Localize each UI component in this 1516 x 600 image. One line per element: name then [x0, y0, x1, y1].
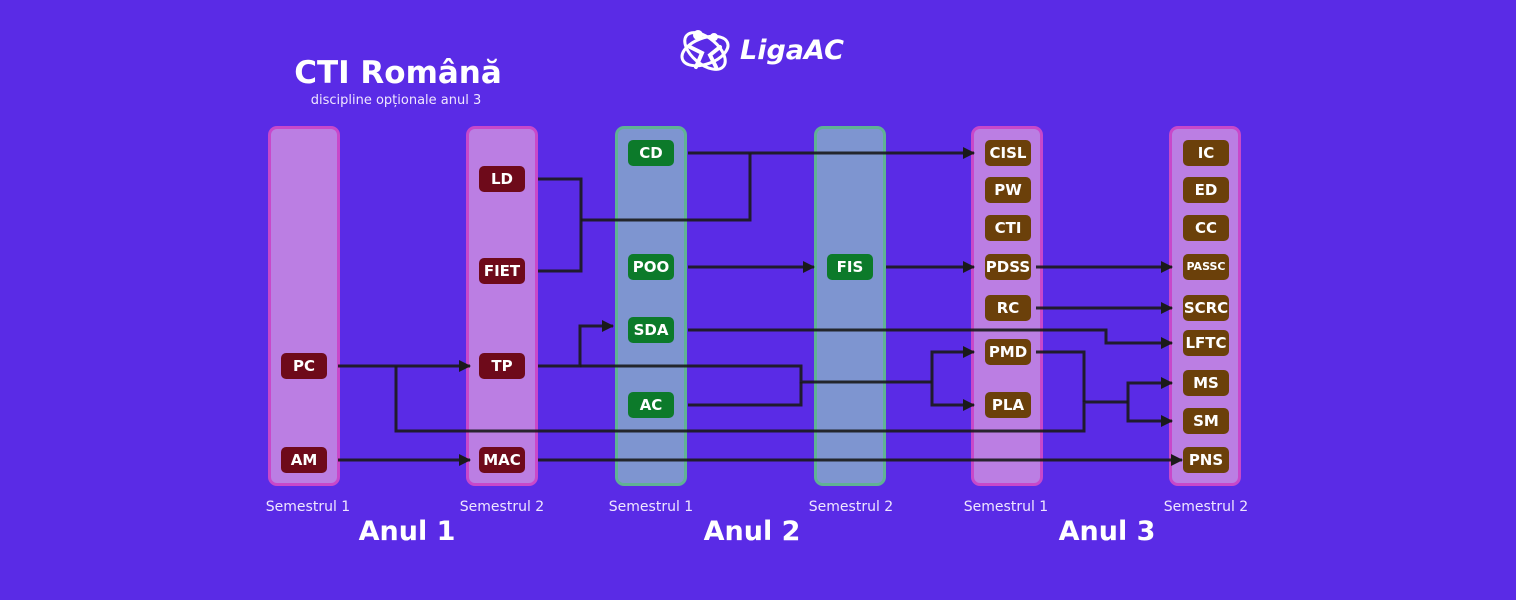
line-pmd: [1036, 350, 1086, 402]
course-lftc: LFTC: [1183, 330, 1229, 356]
arrow-tp-sda: [538, 320, 614, 368]
course-sda: SDA: [628, 317, 674, 343]
course-pns: PNS: [1183, 447, 1229, 473]
arrow-to-pmd: [930, 346, 975, 382]
semester-label: Semestrul 1: [265, 499, 351, 515]
line-ld: [538, 177, 583, 273]
liga-ac-logo: LigaAC: [676, 22, 844, 78]
arrow-to-sm: [1126, 402, 1173, 427]
course-pla: PLA: [985, 392, 1031, 418]
course-passc: PASSC: [1183, 254, 1229, 280]
course-ld: LD: [479, 166, 525, 192]
course-ac: AC: [628, 392, 674, 418]
course-ic: IC: [1183, 140, 1229, 166]
semester-label: Semestrul 2: [808, 499, 894, 515]
course-pw: PW: [985, 177, 1031, 203]
course-mac: MAC: [479, 447, 525, 473]
course-fis: FIS: [827, 254, 873, 280]
course-pc: PC: [281, 353, 327, 379]
course-cti: CTI: [985, 215, 1031, 241]
course-scrc: SCRC: [1183, 295, 1229, 321]
line-ld-fiet-merge: [581, 153, 752, 222]
column-year1-sem1: [268, 126, 340, 486]
line-tp-right: [580, 364, 932, 384]
arrow-sda-lftc: [688, 328, 1173, 349]
course-pmd: PMD: [985, 339, 1031, 365]
course-rc: RC: [985, 295, 1031, 321]
liga-ac-logo-icon: [680, 30, 730, 71]
semester-label: Semestrul 2: [1163, 499, 1249, 515]
course-cisl: CISL: [985, 140, 1031, 166]
page-subtitle: discipline opționale anul 3: [310, 93, 482, 108]
line-pc-branch: [394, 366, 1128, 433]
year-label-3: Anul 3: [1058, 516, 1156, 547]
course-poo: POO: [628, 254, 674, 280]
column-year2-sem1: [615, 126, 687, 486]
arrow-to-pla: [930, 382, 975, 411]
course-pdss: PDSS: [985, 254, 1031, 280]
page-title: CTI Română: [294, 55, 502, 91]
semester-label: Semestrul 2: [459, 499, 545, 515]
course-ms: MS: [1183, 370, 1229, 396]
course-cd: CD: [628, 140, 674, 166]
semester-label: Semestrul 1: [963, 499, 1049, 515]
course-fiet: FIET: [479, 258, 525, 284]
year-label-2: Anul 2: [703, 516, 801, 547]
course-am: AM: [281, 447, 327, 473]
semester-label: Semestrul 1: [608, 499, 694, 515]
year-label-1: Anul 1: [358, 516, 456, 547]
column-year2-sem2: [814, 126, 886, 486]
course-sm: SM: [1183, 408, 1229, 434]
course-cc: CC: [1183, 215, 1229, 241]
course-ed: ED: [1183, 177, 1229, 203]
arrow-to-ms: [1126, 377, 1173, 402]
course-tp: TP: [479, 353, 525, 379]
logo-text: LigaAC: [740, 34, 844, 66]
line-ac: [688, 382, 803, 407]
